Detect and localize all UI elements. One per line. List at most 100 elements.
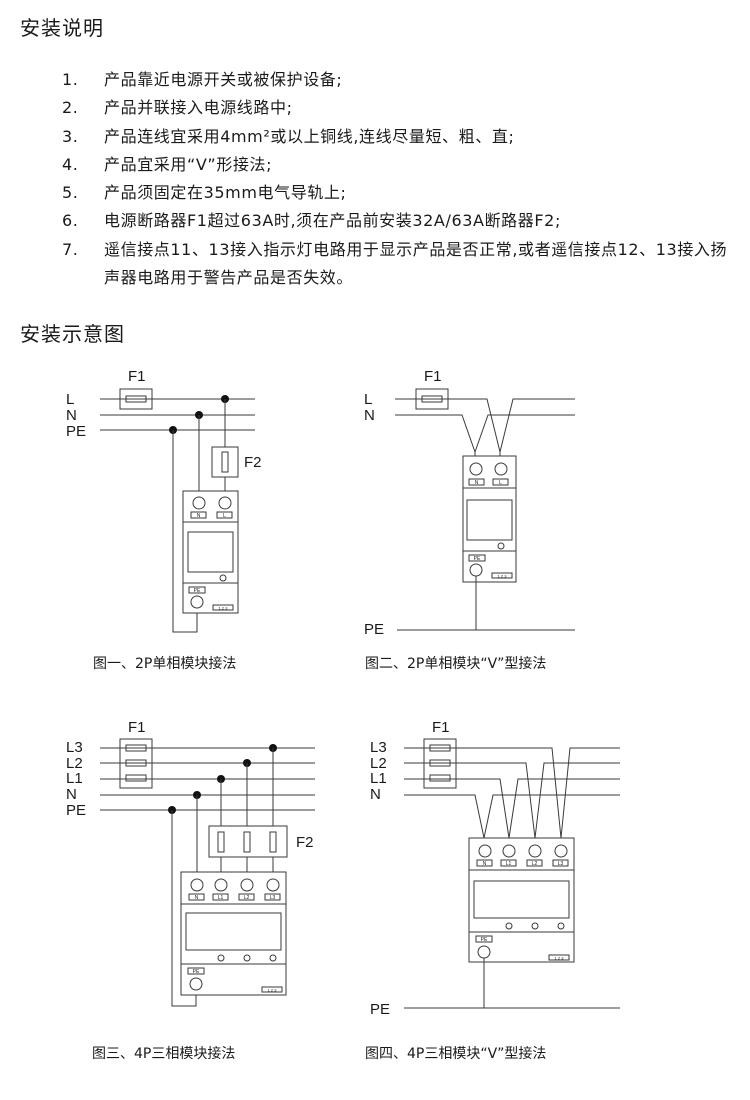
terminal-screw: [478, 844, 492, 858]
fuse-f1-label: F1: [128, 719, 146, 736]
terminal-l-label: L: [223, 513, 226, 519]
terminal-screw: [494, 462, 508, 476]
status-led: [505, 922, 513, 930]
instruction-item: 6. 电源断路器F1超过63A时,须在产品前安装32A/63A断路器F2;: [62, 207, 742, 235]
terminal-tag: [264, 893, 281, 901]
remote-signal-label: 1 2 3: [498, 574, 508, 579]
terminal-screw: [528, 844, 542, 858]
item-number: 6.: [62, 211, 79, 231]
instruction-item: 1. 产品靠近电源开关或被保护设备;: [62, 66, 742, 94]
item-text: 产品并联接入电源线路中;: [104, 98, 293, 118]
fuse-f1-label: F1: [424, 368, 442, 385]
status-led: [243, 954, 251, 962]
terminal-tag: [190, 511, 207, 519]
terminal-tag: [500, 859, 517, 867]
item-number: 3.: [62, 126, 79, 146]
remote-signal-block: [548, 954, 570, 961]
instruction-list: 1. 产品靠近电源开关或被保护设备; 2. 产品并联接入电源线路中; 3. 产品连线宜…: [62, 66, 742, 292]
terminal-tag: [212, 893, 229, 901]
line-n-label: N: [370, 786, 381, 803]
instruction-item: 4.产品宜采用“V”形接法;: [62, 151, 742, 179]
terminal-screw: [214, 878, 228, 892]
remote-signal-block: [212, 604, 234, 611]
pe-tag: [468, 554, 486, 562]
line-n-v: [395, 414, 575, 454]
status-led: [557, 922, 565, 930]
line-l3-label: L3: [66, 739, 83, 756]
status-led: [497, 542, 505, 550]
terminal-tag: [468, 478, 485, 486]
install-diagrams-title: 安装示意图: [20, 322, 125, 346]
terminal-l1-label: L1: [218, 895, 224, 901]
terminal-l3-label: L3: [558, 861, 564, 867]
line-pe-label: PE: [66, 423, 86, 440]
line-l2-label: L2: [66, 755, 83, 772]
remote-signal-block: [261, 986, 283, 993]
diagram-caption: 图三、4P三相模块接法: [92, 1045, 235, 1062]
item-text: 产品连线宜采用4mm²或以上铜线,连线尽量短、粗、直;: [104, 126, 515, 146]
terminal-l2-label: L2: [244, 895, 250, 901]
item-text: 电源断路器F1超过63A时,须在产品前安装32A/63A断路器F2;: [104, 211, 561, 231]
line-l-label: L: [364, 391, 372, 408]
pe-tag: [475, 935, 493, 943]
terminal-tag: [492, 478, 509, 486]
pe-tag: [187, 967, 205, 975]
status-led: [269, 954, 277, 962]
diagram-4p-v-type: F1 L3 L2 L1 N N L1 L2 L3 PE: [365, 719, 620, 1062]
pe-tag-label: PE: [194, 588, 201, 594]
line-n-label: N: [66, 407, 77, 424]
terminal-screw: [502, 844, 516, 858]
fuse-f1-label: F1: [128, 368, 146, 385]
instruction-item: 7. 遥信接点11、13接入指示灯电路用于显示产品是否正常,或者遥信接点12、13…: [62, 236, 742, 293]
instruction-item: 2. 产品并联接入电源线路中;: [62, 94, 742, 122]
terminal-l-label: L: [499, 480, 502, 486]
pe-wire: [171, 810, 197, 1007]
terminal-screw: [266, 878, 280, 892]
fuse-element: [429, 774, 451, 782]
pe-terminal-screw: [469, 563, 483, 577]
terminal-n-label: N: [195, 895, 199, 901]
fuse-f2-label: F2: [296, 834, 314, 851]
item-number: 7.: [62, 239, 79, 259]
terminal-tag: [476, 859, 493, 867]
terminal-screw: [192, 496, 206, 510]
line-l-label: L: [66, 391, 74, 408]
diagram-2p-v-type: F1 L N N L PE 1 2 3 PE 图二、2P单相模块“V”型接法: [364, 368, 575, 672]
terminal-screw: [190, 878, 204, 892]
indicator-window: [185, 912, 282, 951]
terminal-n-label: N: [475, 480, 479, 486]
fuse-element: [269, 831, 277, 853]
line-l2-label: L2: [370, 755, 387, 772]
remote-signal-label: 1 2 3: [555, 956, 565, 961]
terminal-tag: [188, 893, 205, 901]
item-number: 1.: [62, 70, 79, 89]
terminal-screw: [554, 844, 568, 858]
item-text: 产品靠近电源开关或被保护设备;: [104, 70, 343, 89]
instruction-item: 3. 产品连线宜采用4mm²或以上铜线,连线尽量短、粗、直;: [62, 123, 742, 151]
pe-tag-label: PE: [481, 937, 488, 943]
item-text: 遥信接点11、13接入指示灯电路用于显示产品是否正常,或者遥信接点12、13接入…: [104, 239, 728, 288]
item-number: 2.: [62, 98, 79, 118]
pe-line-label: PE: [370, 1001, 390, 1018]
remote-signal-label: 1 2 3: [219, 606, 229, 611]
terminal-tag: [526, 859, 543, 867]
instruction-item: 5.产品须固定在35mm电气导轨上;: [62, 179, 742, 207]
terminal-n-label: N: [197, 513, 201, 519]
pe-tag: [188, 586, 206, 594]
line-n-label: N: [364, 407, 375, 424]
item-text: 产品宜采用“V”形接法;: [104, 154, 273, 174]
fuse-element: [243, 831, 251, 853]
pe-tag-label: PE: [193, 969, 200, 975]
terminal-n-label: N: [483, 861, 487, 867]
line-l1-label: L1: [370, 770, 387, 787]
item-number: 5.: [62, 183, 79, 203]
indicator-window: [466, 499, 513, 541]
fuse-f2-label: F2: [244, 454, 262, 471]
indicator-window: [473, 880, 570, 919]
indicator-window: [187, 531, 234, 573]
fuse-element: [221, 451, 229, 473]
diagram-caption: 图四、4P三相模块“V”型接法: [365, 1045, 546, 1062]
diagram-2p-parallel: F1 L N PE F2 N L PE 1 2: [66, 368, 262, 672]
diagram-caption: 图一、2P单相模块接法: [93, 655, 236, 672]
